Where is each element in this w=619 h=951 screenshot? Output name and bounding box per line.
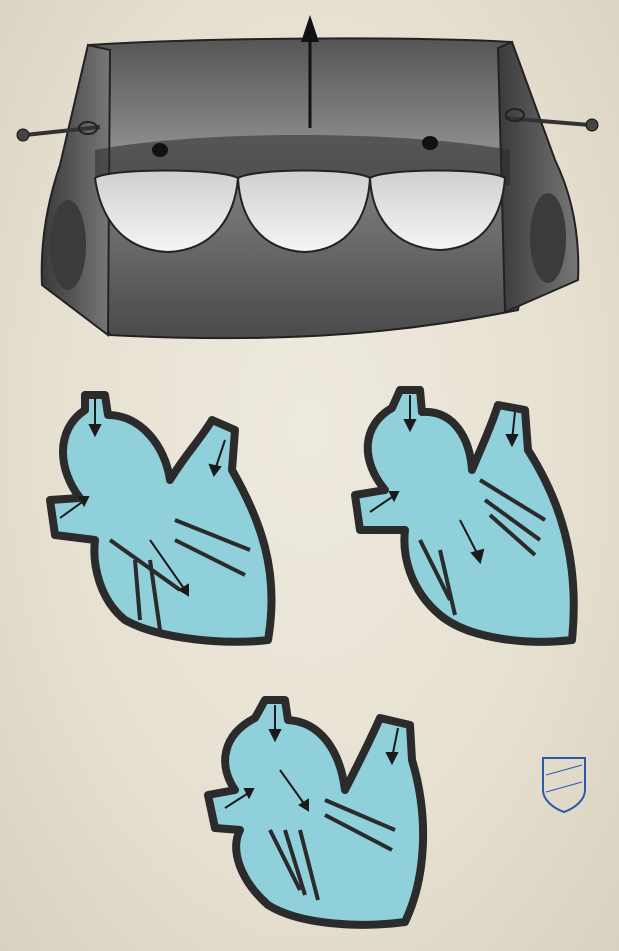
- heart-diagram-right: [355, 390, 574, 642]
- aortic-valve-drawing: [17, 15, 598, 338]
- heart-diagram-left: [50, 395, 272, 642]
- right-edge-shading: [530, 193, 566, 283]
- coronary-ostium-icon: [422, 136, 438, 150]
- left-edge-shading: [50, 200, 86, 290]
- heart-outline: [50, 395, 272, 642]
- coronary-ostium-icon: [152, 143, 168, 157]
- shield-stamp-icon: [543, 758, 585, 812]
- heart-diagram-bottom: [208, 700, 423, 925]
